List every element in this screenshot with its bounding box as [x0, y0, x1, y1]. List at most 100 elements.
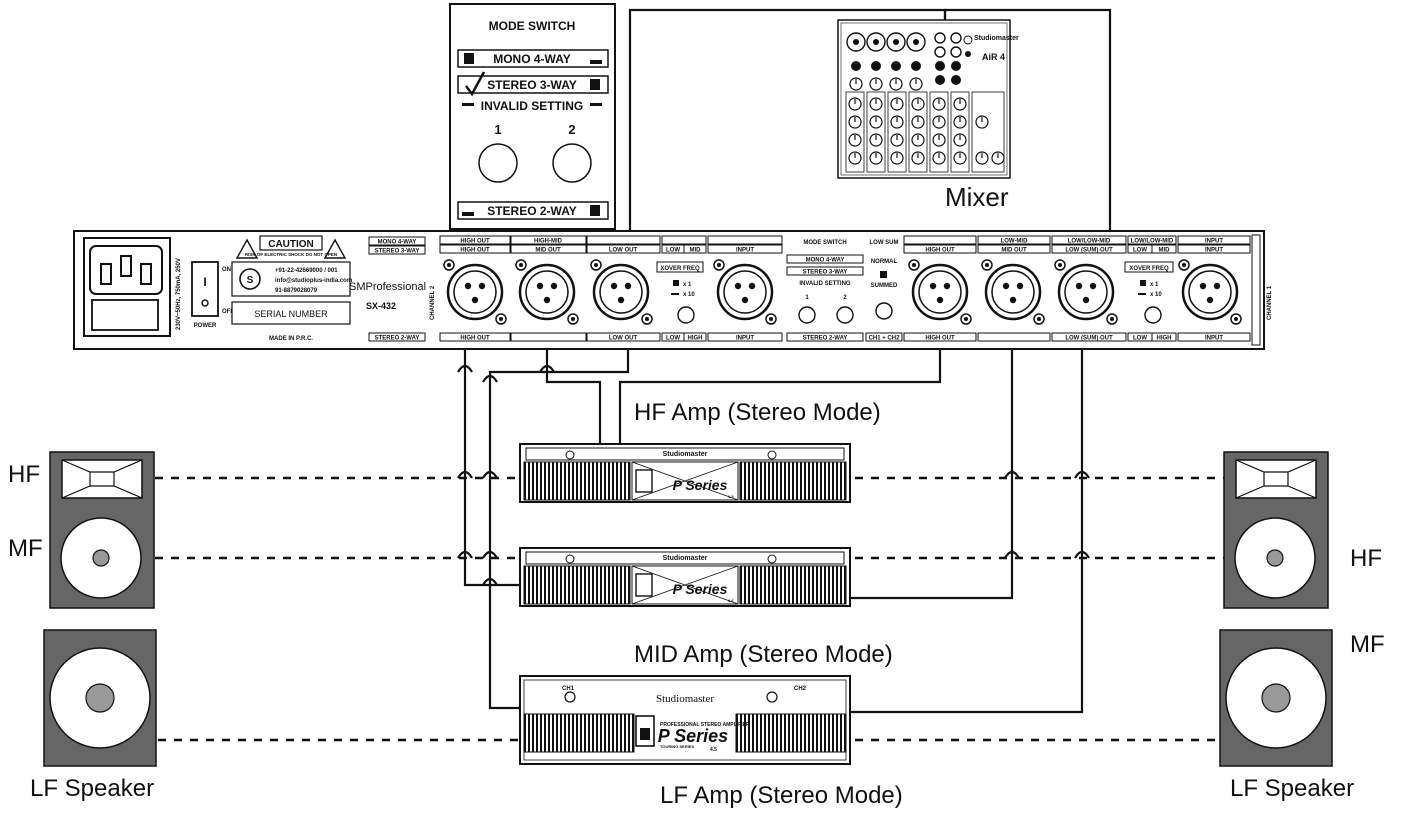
ch2-mid-out-xlr[interactable]	[518, 263, 576, 321]
svg-text:HIGH OUT: HIGH OUT	[460, 239, 490, 245]
ch1-input-xlr[interactable]	[1181, 263, 1239, 321]
svg-text:CH2: CH2	[794, 686, 807, 692]
crossover-model: SX-432	[366, 301, 396, 311]
svg-text:LOW-MID: LOW-MID	[1001, 239, 1029, 245]
mode-switch-panel: MODE SWITCH MONO 4-WAY STEREO 3-WAY INVA…	[449, 3, 616, 230]
ch1-low-sum-out-xlr[interactable]	[1057, 263, 1115, 321]
svg-text:INVALID SETTING: INVALID SETTING	[799, 281, 851, 287]
left-mf-label: MF	[8, 535, 43, 562]
check-icon	[465, 71, 486, 97]
mixer-model: AiR 4	[982, 52, 1005, 62]
switch-2-label: 2	[568, 122, 575, 137]
cable-ch1-high-to-hf-amp	[618, 348, 942, 448]
svg-text:HIGH OUT: HIGH OUT	[460, 248, 490, 254]
lf-amp-label: LF Amp (Stereo Mode)	[660, 782, 903, 809]
mode-invalid-label: INVALID SETTING	[481, 99, 583, 113]
ch2-low-out-xlr[interactable]	[592, 263, 650, 321]
svg-text:I: I	[203, 275, 206, 289]
svg-text:SUMMED: SUMMED	[871, 283, 898, 289]
svg-text:STEREO 2-WAY: STEREO 2-WAY	[803, 336, 848, 342]
hf-amp-label: HF Amp (Stereo Mode)	[634, 399, 881, 426]
svg-text:INPUT: INPUT	[736, 336, 754, 342]
power-switch[interactable]	[191, 261, 219, 317]
svg-text:INPUT: INPUT	[1205, 239, 1223, 245]
ch1-high-out-xlr[interactable]	[911, 263, 969, 321]
mid-amplifier: Studiomaster P Series 2.6	[519, 547, 851, 607]
svg-text:4.5: 4.5	[710, 747, 717, 753]
cable-mixer-to-ch1-input	[943, 8, 1112, 290]
right-lf-speaker-label: LF Speaker	[1230, 775, 1354, 802]
svg-text:x 10: x 10	[683, 292, 695, 298]
caution-label: CAUTION	[268, 239, 314, 250]
svg-text:LOW SUM: LOW SUM	[870, 240, 899, 246]
svg-text:INPUT: INPUT	[1205, 248, 1223, 254]
svg-text:MADE IN P.R.C.: MADE IN P.R.C.	[269, 336, 313, 342]
switch-1-label: 1	[494, 122, 501, 137]
svg-text:RISK OF ELECTRIC SHOCK DO NOT: RISK OF ELECTRIC SHOCK DO NOT OPEN	[245, 252, 337, 257]
svg-text:PROFESSIONAL STEREO AMPLIFIER: PROFESSIONAL STEREO AMPLIFIER	[660, 722, 750, 728]
svg-text:S: S	[247, 275, 254, 286]
cable-ch1-low-to-lf-amp	[850, 348, 1084, 714]
left-lf-speaker	[43, 629, 157, 767]
svg-text:LOW OUT: LOW OUT	[609, 248, 638, 254]
serial-number: SERIAL NUMBER	[254, 309, 328, 319]
svg-text:LOW: LOW	[666, 248, 680, 254]
svg-text:LOW (SUM) OUT: LOW (SUM) OUT	[1065, 336, 1113, 342]
svg-text:POWER: POWER	[194, 323, 217, 329]
svg-text:STEREO 3-WAY: STEREO 3-WAY	[803, 270, 848, 276]
svg-text:1.5: 1.5	[728, 494, 734, 499]
hf-amplifier: Studiomaster P Series 1.5	[519, 443, 851, 503]
svg-text:HIGH: HIGH	[1157, 336, 1172, 342]
svg-text:1: 1	[805, 295, 809, 301]
left-lf-speaker-label: LF Speaker	[30, 775, 154, 802]
right-mf-label: MF	[1350, 631, 1385, 658]
svg-text:MID OUT: MID OUT	[1001, 248, 1027, 254]
svg-text:MID OUT: MID OUT	[535, 248, 561, 254]
crossover-brand: SMProfessional	[349, 281, 426, 293]
ch2-xover-button[interactable]	[677, 306, 695, 324]
svg-text:TOURING SERIES: TOURING SERIES	[660, 744, 694, 749]
mode-stereo2-label: STEREO 2-WAY	[487, 204, 577, 218]
svg-text:STEREO 3-WAY: STEREO 3-WAY	[375, 249, 420, 255]
cable-ch1-mid-to-mid-amp	[850, 348, 1014, 600]
ch1-mid-out-xlr[interactable]	[984, 263, 1042, 321]
cable-ch2-low-to-lf-amp	[488, 348, 630, 710]
svg-text:x 1: x 1	[1150, 282, 1159, 288]
svg-text:CHANNEL 2: CHANNEL 2	[430, 285, 436, 320]
svg-text:+91-22-42669000 / 001: +91-22-42669000 / 001	[275, 268, 338, 274]
left-hf-mf-speaker	[49, 451, 155, 609]
svg-text:2.6: 2.6	[728, 598, 734, 603]
svg-text:LOW/LOW-MID: LOW/LOW-MID	[1131, 239, 1174, 245]
svg-text:Studiomaster: Studiomaster	[663, 451, 708, 458]
svg-text:P Series: P Series	[673, 477, 728, 493]
svg-text:info@studioplus-india.com: info@studioplus-india.com	[275, 278, 352, 284]
switch-2-button	[552, 143, 592, 183]
svg-text:x 1: x 1	[683, 282, 692, 288]
svg-text:HIGH OUT: HIGH OUT	[460, 336, 490, 342]
svg-text:LOW: LOW	[1133, 248, 1147, 254]
svg-text:OFF: OFF	[222, 309, 234, 315]
svg-text:2: 2	[843, 295, 847, 301]
svg-text:STEREO 2-WAY: STEREO 2-WAY	[375, 336, 420, 342]
ch1-xover-button[interactable]	[1144, 306, 1162, 324]
svg-text:MID: MID	[690, 248, 702, 254]
svg-text:HIGH OUT: HIGH OUT	[925, 336, 955, 342]
svg-text:HIGH OUT: HIGH OUT	[925, 248, 955, 254]
mode-switch-title: MODE SWITCH	[489, 19, 576, 33]
svg-text:HIGH: HIGH	[688, 336, 703, 342]
speaker-cables	[155, 476, 1225, 742]
mixer-label: Mixer	[945, 182, 1009, 212]
svg-text:MONO 4-WAY: MONO 4-WAY	[378, 240, 417, 246]
ch2-high-out-xlr[interactable]	[446, 263, 504, 321]
svg-text:CH1: CH1	[562, 686, 575, 692]
svg-text:P Series: P Series	[673, 581, 728, 597]
mixer-device: Studiomaster AiR 4	[837, 19, 1019, 179]
svg-text:INPUT: INPUT	[1205, 336, 1223, 342]
svg-text:ON: ON	[222, 267, 231, 273]
right-hf-label: HF	[1350, 545, 1382, 572]
svg-text:CHANNEL 1: CHANNEL 1	[1267, 285, 1273, 320]
ch2-input-xlr[interactable]	[716, 263, 774, 321]
svg-text:Studiomaster: Studiomaster	[656, 693, 714, 705]
lf-amplifier: CH1 CH2 Studiomaster PROFESSIONAL STEREO…	[519, 675, 851, 765]
